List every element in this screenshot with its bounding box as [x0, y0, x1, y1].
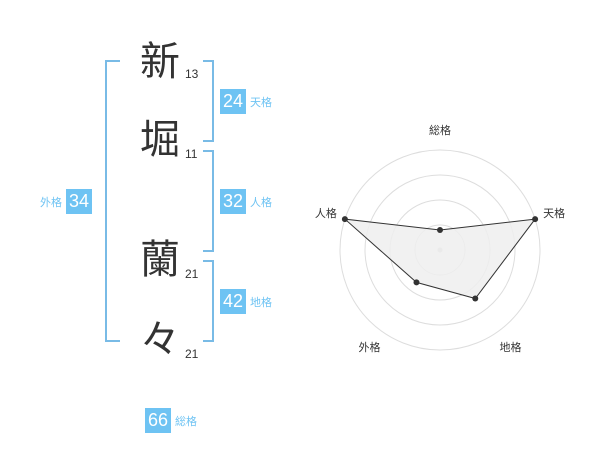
- radar-ring: [339, 149, 541, 351]
- soukaku-value: 66: [145, 408, 172, 433]
- radar-point-3: [472, 295, 479, 302]
- radar-ring: [364, 174, 516, 326]
- jinkaku-bracket: [203, 150, 214, 252]
- jinkaku-value: 32: [220, 189, 247, 214]
- radar-axis-label-3: 地格: [500, 340, 522, 354]
- gaikaku-label: 外格: [40, 195, 62, 209]
- chikaku-label: 地格: [250, 295, 273, 309]
- name-char-3: 蘭: [140, 237, 180, 283]
- radar-axis-label-2: 天格: [543, 206, 565, 220]
- chikaku-bracket: [203, 260, 214, 342]
- name-char-4: 々: [140, 317, 180, 363]
- radar-point-4: [413, 279, 420, 286]
- jinkaku-label: 人格: [250, 195, 273, 209]
- name-char-1: 新: [140, 39, 180, 85]
- radar-point-2: [532, 216, 539, 223]
- chikaku-value: 42: [220, 289, 247, 314]
- stroke-count-4: 21: [185, 347, 199, 361]
- gaikaku-bracket: [105, 60, 120, 342]
- stroke-count-1: 13: [185, 67, 199, 81]
- gaikaku-value: 34: [66, 189, 93, 214]
- chikaku-score: 42 地格: [220, 289, 276, 314]
- gaikaku-score: 外格 34: [36, 189, 93, 214]
- radar-point-1: [437, 227, 443, 233]
- soukaku-label: 総格: [175, 414, 198, 428]
- radar-area: [343, 218, 537, 300]
- soukaku-score: 66 総格: [145, 408, 201, 433]
- radar-axis-label-5: 人格: [315, 206, 337, 220]
- tenkaku-bracket: [203, 60, 214, 142]
- radar-axis-label-1: 総格: [429, 123, 451, 137]
- tenkaku-score: 24 天格: [220, 89, 276, 114]
- tenkaku-value: 24: [220, 89, 247, 114]
- stroke-count-2: 11: [185, 147, 198, 161]
- tenkaku-label: 天格: [250, 95, 273, 109]
- radar-point-5: [341, 216, 348, 223]
- radar-axis-label-4: 外格: [358, 340, 380, 354]
- jinkaku-score: 32 人格: [220, 189, 276, 214]
- name-char-2: 堀: [140, 117, 180, 163]
- stroke-count-3: 21: [185, 267, 199, 281]
